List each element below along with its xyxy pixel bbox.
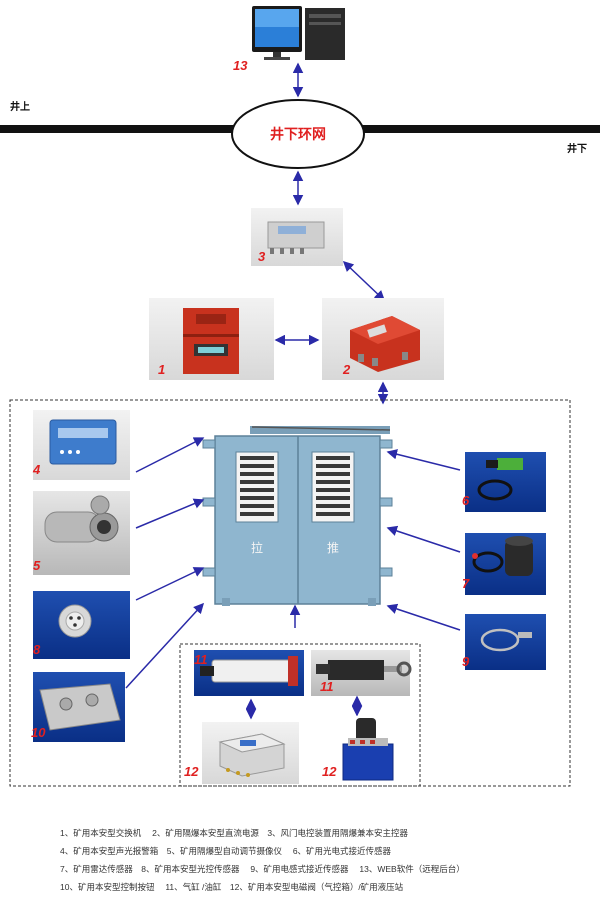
label-13: 13 (233, 58, 248, 73)
label-1: 1 (158, 362, 165, 377)
label-7: 7 (462, 576, 470, 591)
arrow-4-door (135, 437, 205, 473)
device-7 (465, 533, 546, 595)
ring-network-label: 井下环网 (270, 126, 326, 142)
device-12-solenoid (202, 722, 299, 784)
device-8 (33, 591, 130, 659)
label-12-left: 12 (184, 764, 199, 779)
door-push-label: 推 (327, 541, 339, 555)
legend-row: 1、矿用本安型交换机 2、矿用隔爆本安型直流电源 3、风门电控装置用隔爆兼本安主… (60, 828, 409, 838)
label-11-right: 11 (320, 679, 334, 694)
device-11-hydraulic (311, 650, 412, 696)
label-4: 4 (32, 462, 41, 477)
legend-row: 10、矿用本安型控制按钮 11、气缸 /油缸 12、矿用本安型电磁阀（气控箱）/… (60, 882, 404, 892)
mine-door: 拉 推 (202, 426, 393, 606)
label-11-left: 11 (194, 652, 208, 667)
legend: 1、矿用本安型交换机 2、矿用隔爆本安型直流电源 3、风门电控装置用隔爆兼本安主… (60, 824, 590, 896)
ring-network (231, 99, 365, 169)
device-9 (465, 614, 546, 670)
device-5 (33, 491, 130, 575)
actuators-area-border (179, 643, 421, 787)
device-10 (33, 672, 125, 742)
legend-row: 7、矿用雷达传感器 8、矿用本安型光控传感器 9、矿用电感式接近传感器 13、W… (60, 864, 465, 874)
device-1 (149, 298, 274, 380)
device-3 (251, 208, 343, 266)
device-11-cylinder (194, 650, 304, 696)
label-6: 6 (462, 493, 470, 508)
device-12-hydraulic-station (333, 716, 399, 784)
label-12-right: 12 (322, 764, 337, 779)
device-2 (322, 298, 444, 380)
label-underground: 井下 (567, 142, 587, 155)
computer-13 (252, 6, 345, 60)
arrow-8-door (135, 567, 205, 601)
arrow-3-2 (342, 260, 386, 302)
arrow-10-door (125, 602, 205, 689)
arrow-6-door (386, 449, 461, 471)
arrow-7-door (386, 525, 461, 553)
label-8: 8 (33, 642, 41, 657)
label-9: 9 (462, 654, 470, 669)
label-above-ground: 井上 (10, 100, 30, 113)
door-pull-label: 拉 (251, 540, 263, 555)
device-6 (465, 452, 546, 512)
label-2: 2 (342, 362, 351, 377)
label-5: 5 (33, 558, 41, 573)
device-4 (33, 410, 130, 480)
arrow-9-door (386, 603, 461, 631)
legend-row: 4、矿用本安型声光报警箱 5、矿用隔爆型自动调节摄像仪 6、矿用光电式接近传感器 (60, 846, 392, 856)
label-3: 3 (258, 249, 266, 264)
arrow-5-door (135, 498, 205, 529)
label-10: 10 (31, 725, 46, 740)
